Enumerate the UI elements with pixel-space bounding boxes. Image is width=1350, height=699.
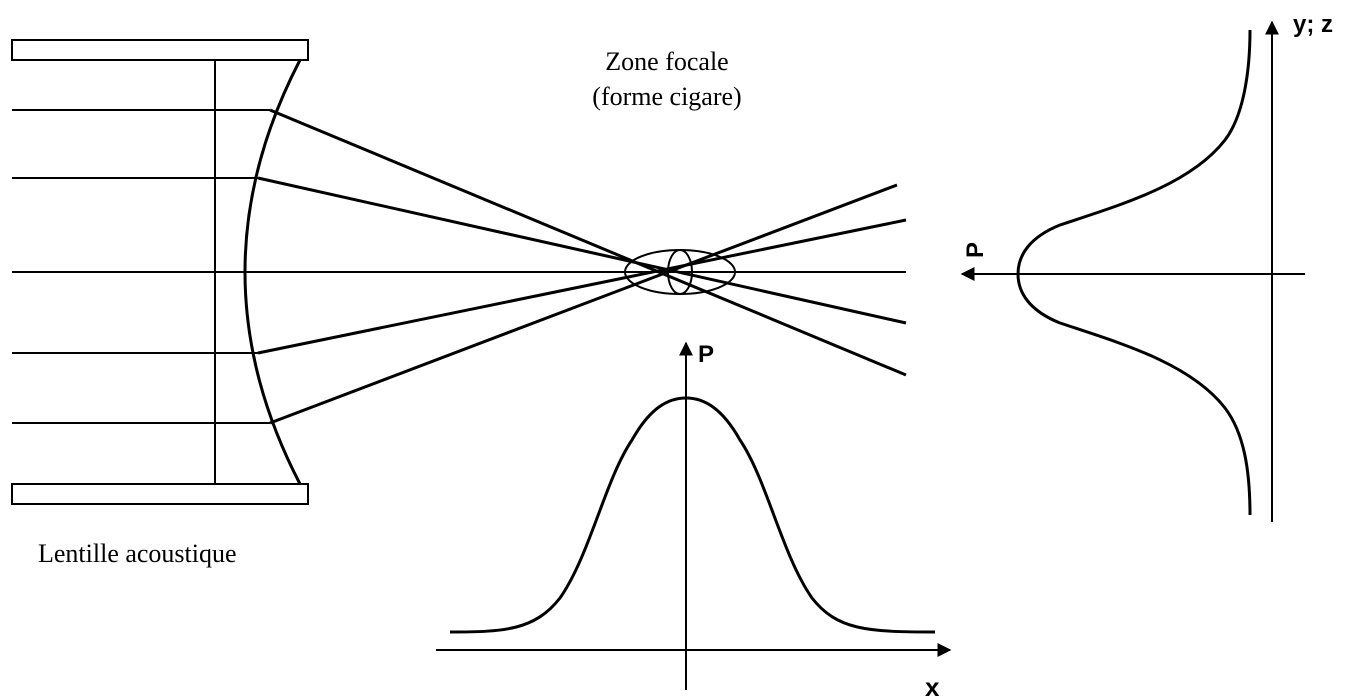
lens-top-plate xyxy=(11,39,309,61)
axial-pressure-graph xyxy=(436,341,952,690)
vertical-axis-label: y; z xyxy=(1293,11,1333,38)
focal-zone-inner-ellipse xyxy=(667,249,693,295)
lateral-pressure-graph xyxy=(960,20,1305,522)
focused-ray xyxy=(257,218,907,355)
focused-ray xyxy=(269,108,907,377)
lens-bottom-plate xyxy=(11,483,309,505)
axial-pressure-curve xyxy=(449,396,936,634)
focal-zone xyxy=(624,249,736,295)
focal-zone-subtitle: (forme cigare) xyxy=(592,82,741,111)
focused-rays xyxy=(257,108,907,425)
x-axis-label: x xyxy=(925,672,940,699)
incident-rays xyxy=(12,109,270,424)
lateral-pressure-curve xyxy=(1016,29,1252,516)
focused-ray xyxy=(269,183,898,425)
focused-ray xyxy=(257,176,907,325)
focal-zone-title: Zone focale xyxy=(605,47,728,76)
pressure-label-bottom: P xyxy=(698,341,714,368)
pressure-label-right: P xyxy=(962,242,989,258)
lens-label: Lentille acoustique xyxy=(38,539,237,568)
